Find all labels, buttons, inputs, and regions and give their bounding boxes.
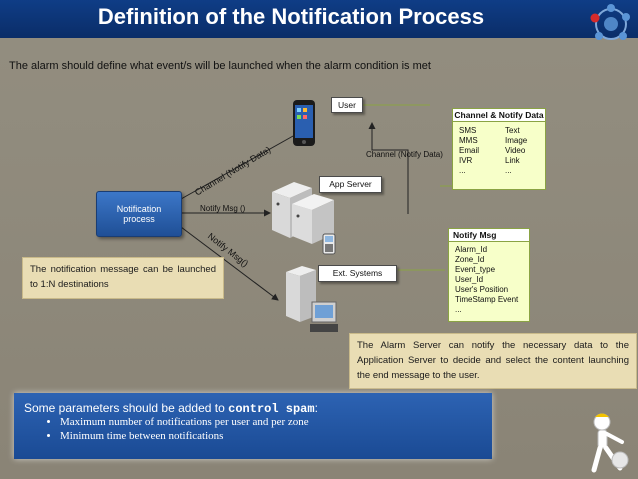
process-label-2: process xyxy=(123,214,155,224)
title-bar xyxy=(0,0,638,38)
notification-process-node: Notification process xyxy=(96,191,182,237)
note-destinations: The notification message can be launched… xyxy=(22,257,224,299)
channel-cell: IVR xyxy=(459,156,473,165)
figure-icon xyxy=(591,413,629,473)
list-item: Minimum time between notifications xyxy=(60,429,309,443)
list-item: User's Position xyxy=(455,285,509,294)
data-cell: ... xyxy=(505,166,512,175)
pc-icon xyxy=(286,266,338,332)
params-list: Maximum number of notifications per user… xyxy=(40,415,309,443)
channel-cell: ... xyxy=(459,166,466,175)
edge-label-notify-msg: Notify Msg () xyxy=(200,204,246,213)
data-cell: Text xyxy=(505,126,520,135)
data-cell: Image xyxy=(505,136,528,145)
params-emphasis: control spam xyxy=(228,402,315,416)
list-item: Maximum number of notifications per user… xyxy=(60,415,309,429)
user-node: User xyxy=(331,97,363,113)
channel-cell: Email xyxy=(459,146,480,155)
ext-systems-node: Ext. Systems xyxy=(318,265,397,282)
channel-panel-grid: SMS Text MMS Image Email Video IVR Link … xyxy=(453,122,545,175)
params-lead: Some parameters should be added to xyxy=(24,401,225,415)
list-item: TimeStamp Event xyxy=(455,295,519,304)
edge-label-channel-right: Channel (Notify Data) xyxy=(366,150,443,159)
server-icon xyxy=(272,182,334,244)
list-item: User_Id xyxy=(455,275,484,284)
data-cell: Link xyxy=(505,156,520,165)
list-item: Event_type xyxy=(455,265,496,274)
list-item: Zone_Id xyxy=(455,255,485,264)
channel-cell: MMS xyxy=(459,136,478,145)
logo-ring-icon xyxy=(590,4,630,40)
process-label-1: Notification xyxy=(116,204,162,214)
notify-panel-heading: Notify Msg xyxy=(449,229,529,242)
channel-cell: SMS xyxy=(459,126,477,135)
list-item: ... xyxy=(455,305,462,314)
note-alarm-server: The Alarm Server can notify the necessar… xyxy=(349,333,637,389)
list-item: Alarm_Id xyxy=(455,245,488,254)
params-heading: Some parameters should be added to contr… xyxy=(24,401,318,416)
subtitle: The alarm should define what event/s wil… xyxy=(9,60,431,72)
params-tail: : xyxy=(314,401,318,415)
mobile-icon xyxy=(322,233,336,255)
channel-panel-heading: Channel & Notify Data xyxy=(453,109,545,122)
spam-parameters-box: Some parameters should be added to contr… xyxy=(14,393,492,459)
notify-panel-list: Alarm_Id Zone_Id Event_type User_Id User… xyxy=(449,242,529,315)
app-server-node: App Server xyxy=(319,176,382,193)
page-title: Definition of the Notification Process xyxy=(97,4,485,29)
notify-msg-panel: Notify Msg Alarm_Id Zone_Id Event_type U… xyxy=(448,228,530,322)
channel-notify-panel: Channel & Notify Data SMS Text MMS Image… xyxy=(452,108,546,190)
data-cell: Video xyxy=(505,146,526,155)
phone-icon xyxy=(293,100,315,146)
